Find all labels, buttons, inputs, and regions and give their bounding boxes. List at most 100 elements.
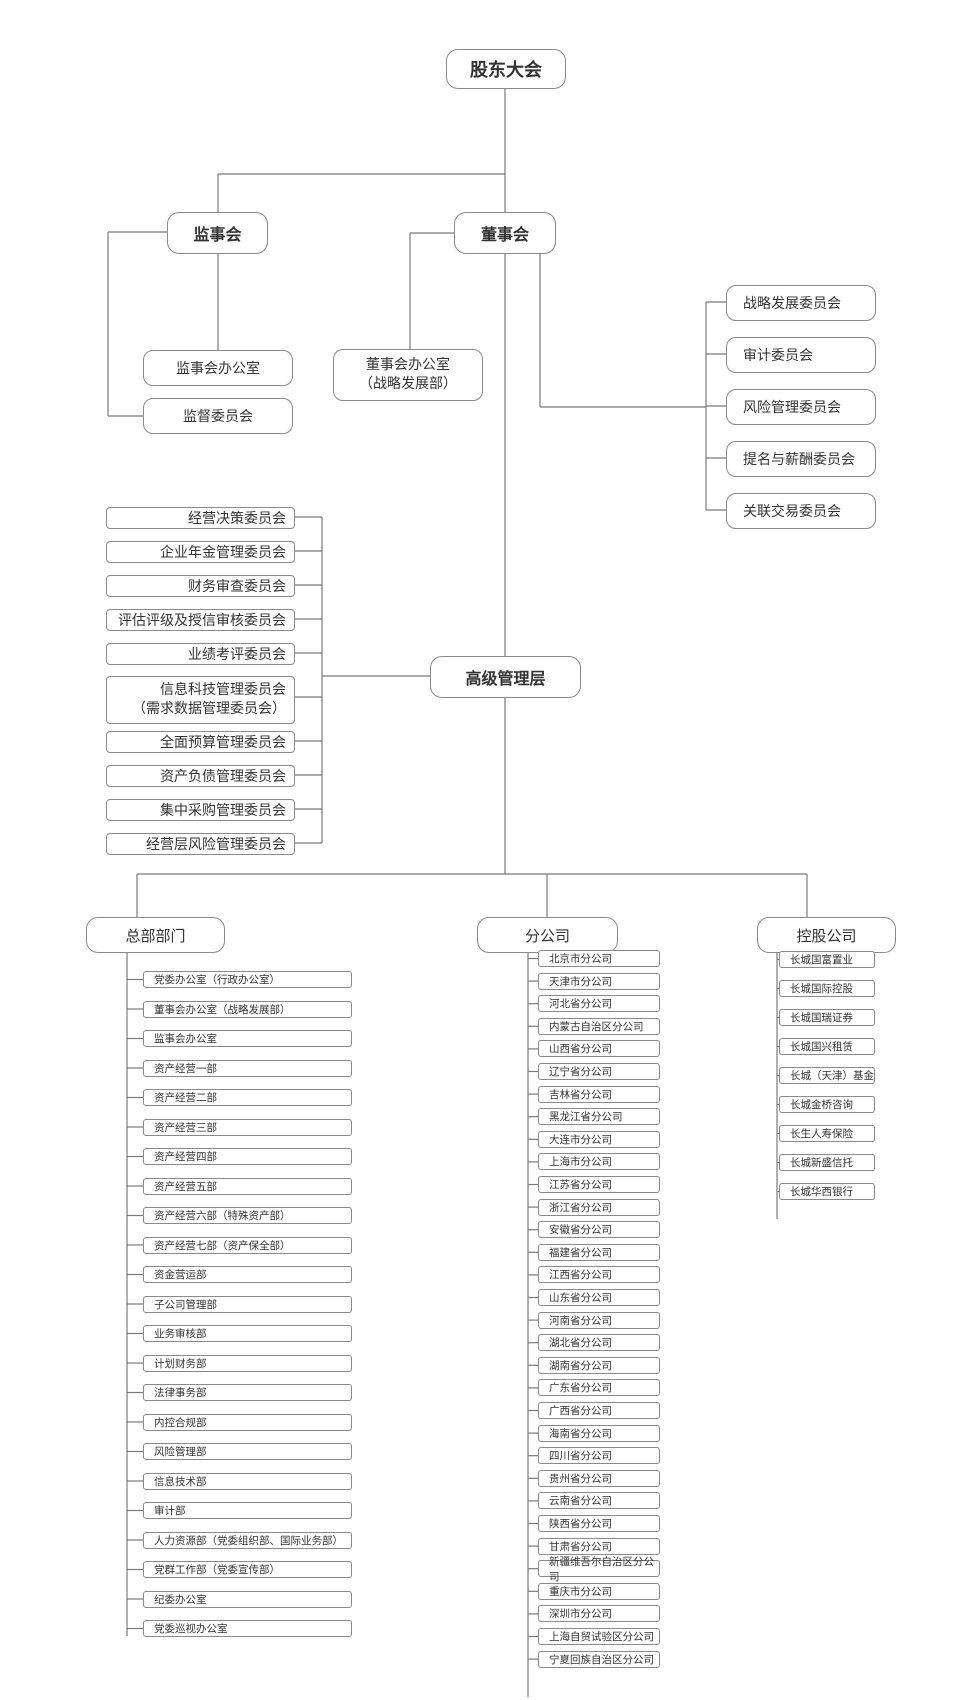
mgmt-committee-label: 集中采购管理委员会 xyxy=(160,803,286,819)
holding-company-item-label: 长城国际控股 xyxy=(790,983,853,995)
department-item: 资金营运部 xyxy=(143,1266,352,1283)
holding-company-item-label: 长城国瑞证券 xyxy=(790,1012,853,1024)
branch-item: 辽宁省分公司 xyxy=(538,1063,660,1080)
department-item-label: 审计部 xyxy=(154,1505,186,1517)
branch-item-label: 吉林省分公司 xyxy=(549,1088,612,1101)
department-item-label: 计划财务部 xyxy=(154,1357,207,1370)
board-of-directors-label: 董事会 xyxy=(480,225,529,244)
branch-item: 重庆市分公司 xyxy=(538,1582,660,1600)
branch-item-label: 甘肃省分公司 xyxy=(549,1540,612,1553)
branch-item: 浙江省分公司 xyxy=(538,1198,660,1216)
supervisory-board-node: 监事会 xyxy=(167,212,268,254)
department-item: 资产经营五部 xyxy=(143,1177,352,1195)
department-item: 监事会办公室 xyxy=(143,1030,352,1047)
board-committee-related-party: 关联交易委员会 xyxy=(726,493,876,529)
branch-item-label: 上海自贸试验区分公司 xyxy=(549,1631,654,1643)
branch-item: 大连市分公司 xyxy=(538,1130,660,1148)
department-item-label: 资产经营六部（特殊资产部） xyxy=(154,1210,291,1222)
holding-company-item: 长城国兴租赁 xyxy=(779,1038,875,1055)
branch-item-label: 广东省分公司 xyxy=(549,1382,612,1395)
branch-item: 上海自贸试验区分公司 xyxy=(538,1628,660,1645)
branch-item: 江西省分公司 xyxy=(538,1266,660,1284)
branch-item: 深圳市分公司 xyxy=(538,1605,660,1623)
branch-item: 四川省分公司 xyxy=(538,1447,660,1465)
branch-item-label: 山东省分公司 xyxy=(549,1292,612,1304)
holdings-node: 控股公司 xyxy=(757,917,896,953)
department-item: 资产经营一部 xyxy=(143,1059,352,1077)
mgmt-committee-label: 财务审查委员会 xyxy=(188,579,286,595)
mgmt-committee-item: 财务审查委员会 xyxy=(106,575,295,597)
mgmt-committee-item: 全面预算管理委员会 xyxy=(106,731,295,753)
branch-item: 江苏省分公司 xyxy=(538,1176,660,1193)
department-item-label: 资产经营五部 xyxy=(154,1180,217,1193)
branch-item-label: 重庆市分公司 xyxy=(549,1585,612,1598)
branch-item-label: 贵州省分公司 xyxy=(549,1472,612,1485)
branch-item-label: 湖北省分公司 xyxy=(549,1337,612,1350)
shareholders-meeting-label: 股东大会 xyxy=(470,60,542,81)
department-item-label: 资产经营三部 xyxy=(154,1121,217,1134)
mgmt-committee-item: 经营决策委员会 xyxy=(106,507,295,529)
department-item-label: 监事会办公室 xyxy=(154,1033,217,1045)
department-item: 人力资源部（党委组织部、国际业务部） xyxy=(143,1531,352,1549)
department-item: 党委办公室（行政办公室） xyxy=(143,971,352,988)
holding-company-item-label: 长城华西银行 xyxy=(790,1186,853,1198)
branch-item-label: 河南省分公司 xyxy=(549,1314,612,1327)
department-item: 内控合规部 xyxy=(143,1413,352,1431)
branch-item-label: 湖南省分公司 xyxy=(549,1359,612,1372)
senior-management-label: 高级管理层 xyxy=(465,669,546,688)
supervisory-board-label: 监事会 xyxy=(193,225,242,244)
branch-item-label: 大连市分公司 xyxy=(549,1133,612,1146)
department-item: 资产经营三部 xyxy=(143,1118,352,1136)
holding-company-item: 长城国际控股 xyxy=(779,980,875,997)
branch-item-label: 云南省分公司 xyxy=(549,1495,612,1508)
mgmt-committee-label: 资产负债管理委员会 xyxy=(160,769,286,785)
branch-item-label: 深圳市分公司 xyxy=(549,1608,612,1621)
board-of-directors-node: 董事会 xyxy=(454,212,556,254)
department-item-label: 信息技术部 xyxy=(154,1475,207,1488)
branch-item-label: 宁夏回族自治区分公司 xyxy=(549,1653,654,1666)
department-item: 风险管理部 xyxy=(143,1443,352,1460)
board-office-node: 董事会办公室 （战略发展部） xyxy=(333,349,483,401)
department-item: 纪委办公室 xyxy=(143,1590,352,1608)
mgmt-committee-label: 评估评级及授信审核委员会 xyxy=(118,613,286,629)
department-item: 资产经营二部 xyxy=(143,1089,352,1106)
board-committee-audit: 审计委员会 xyxy=(726,337,876,373)
branch-item-label: 辽宁省分公司 xyxy=(549,1066,612,1078)
holding-company-item-label: 长城新盛信托 xyxy=(790,1157,853,1169)
mgmt-committee-label: 业绩考评委员会 xyxy=(188,647,286,663)
branch-item: 河南省分公司 xyxy=(538,1311,660,1329)
headquarters-node: 总部部门 xyxy=(86,917,225,953)
department-item-label: 风险管理部 xyxy=(154,1446,207,1458)
department-item: 党群工作部（党委宣传部） xyxy=(143,1561,352,1578)
branch-item: 广西省分公司 xyxy=(538,1402,660,1419)
headquarters-title: 总部部门 xyxy=(125,926,186,945)
branch-item-label: 安徽省分公司 xyxy=(549,1224,612,1237)
branch-item-label: 四川省分公司 xyxy=(549,1450,612,1463)
mgmt-committee-sublabel: （需求数据管理委员会） xyxy=(132,701,286,717)
branch-item: 安徽省分公司 xyxy=(538,1221,660,1239)
department-item-label: 子公司管理部 xyxy=(154,1298,217,1311)
department-item: 审计部 xyxy=(143,1502,352,1519)
branch-item-label: 福建省分公司 xyxy=(549,1246,612,1259)
board-committee-risk: 风险管理委员会 xyxy=(726,389,876,425)
board-committee-label: 关联交易委员会 xyxy=(743,504,841,520)
supervision-committee-node: 监督委员会 xyxy=(143,398,293,434)
branch-item: 海南省分公司 xyxy=(538,1424,660,1442)
department-item-label: 资产经营二部 xyxy=(154,1092,217,1104)
branch-item-label: 山西省分公司 xyxy=(549,1043,612,1056)
branch-item: 天津市分公司 xyxy=(538,972,660,990)
branch-item-label: 上海市分公司 xyxy=(549,1156,612,1169)
mgmt-committee-label: 企业年金管理委员会 xyxy=(160,545,286,561)
department-item-label: 资产经营四部 xyxy=(154,1151,217,1163)
branch-item-label: 内蒙古自治区分公司 xyxy=(549,1020,644,1033)
department-item: 法律事务部 xyxy=(143,1384,352,1401)
board-committee-strategy: 战略发展委员会 xyxy=(726,285,876,321)
mgmt-committee-item: 集中采购管理委员会 xyxy=(106,799,295,821)
board-office-sublabel: （战略发展部） xyxy=(359,376,457,392)
supervisory-office-node: 监事会办公室 xyxy=(143,350,293,386)
branch-item: 北京市分公司 xyxy=(538,950,660,967)
branch-item-label: 陕西省分公司 xyxy=(549,1518,612,1530)
holding-company-item-label: 长城国兴租赁 xyxy=(790,1041,853,1053)
branch-item: 湖北省分公司 xyxy=(538,1334,660,1352)
